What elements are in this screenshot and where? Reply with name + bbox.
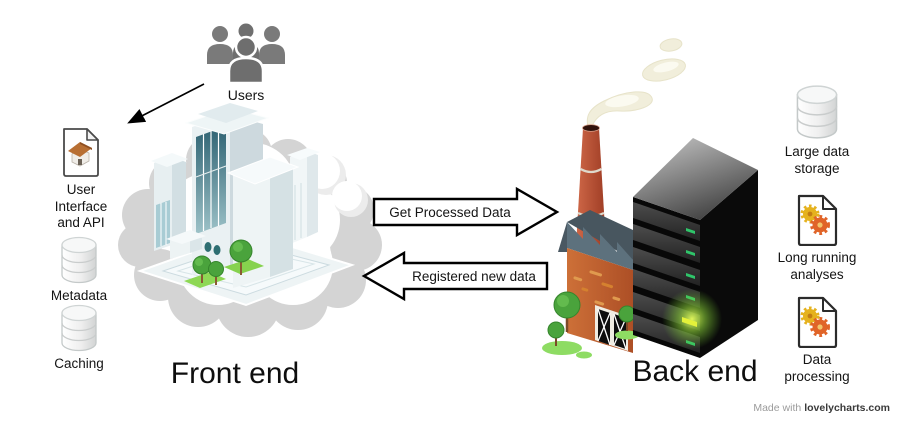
credit-prefix: Made with bbox=[753, 402, 802, 414]
component-label: Long running analyses bbox=[777, 250, 857, 282]
flow-label: Get Processed Data bbox=[389, 204, 511, 220]
right-block-arrow bbox=[372, 186, 560, 238]
component-user-interface: User Interface and API bbox=[26, 126, 136, 232]
component-caching: Caching bbox=[24, 304, 134, 373]
users-icon bbox=[207, 23, 285, 84]
document-gears-icon bbox=[797, 194, 838, 246]
document-gears-icon bbox=[797, 296, 838, 348]
building-low bbox=[166, 230, 206, 259]
smoke bbox=[586, 38, 686, 131]
component-long-running-analyses: Long running analyses bbox=[757, 192, 877, 283]
users-arrow bbox=[127, 83, 205, 124]
component-label: Caching bbox=[54, 356, 104, 371]
flow-get-processed-data: Get Processed Data bbox=[372, 186, 560, 238]
component-label: Large data storage bbox=[784, 144, 850, 176]
users-label: Users bbox=[227, 87, 265, 103]
component-label: Metadata bbox=[50, 288, 108, 303]
factory-trees bbox=[542, 291, 652, 359]
building-right-tower bbox=[226, 156, 300, 288]
front-end-title: Front end bbox=[170, 357, 300, 390]
back-end-title: Back end bbox=[632, 355, 758, 388]
users-group: Users bbox=[191, 20, 301, 103]
server-rack bbox=[633, 138, 758, 358]
component-metadata: Metadata bbox=[24, 236, 134, 305]
component-large-data-storage: Large data storage bbox=[757, 84, 877, 177]
credit-brand: lovelycharts.com bbox=[804, 402, 890, 414]
component-label: User Interface and API bbox=[54, 182, 108, 230]
factory-building bbox=[558, 210, 633, 353]
building-far-right bbox=[287, 148, 320, 244]
back-end-factory-illustration bbox=[542, 38, 758, 359]
flow-label: Registered new data bbox=[412, 268, 536, 284]
city-trees bbox=[184, 239, 264, 288]
document-house-icon bbox=[63, 128, 99, 177]
front-end-city-illustration bbox=[118, 103, 382, 337]
server-glow bbox=[662, 289, 722, 349]
database-icon bbox=[61, 236, 97, 284]
left-block-arrow bbox=[361, 250, 549, 302]
building-far-left bbox=[151, 153, 188, 251]
database-icon bbox=[796, 85, 838, 139]
database-icon bbox=[61, 304, 97, 352]
flow-registered-new-data: Registered new data bbox=[361, 250, 549, 302]
component-data-processing: Data processing bbox=[757, 294, 877, 385]
component-label: Data processing bbox=[784, 352, 850, 384]
